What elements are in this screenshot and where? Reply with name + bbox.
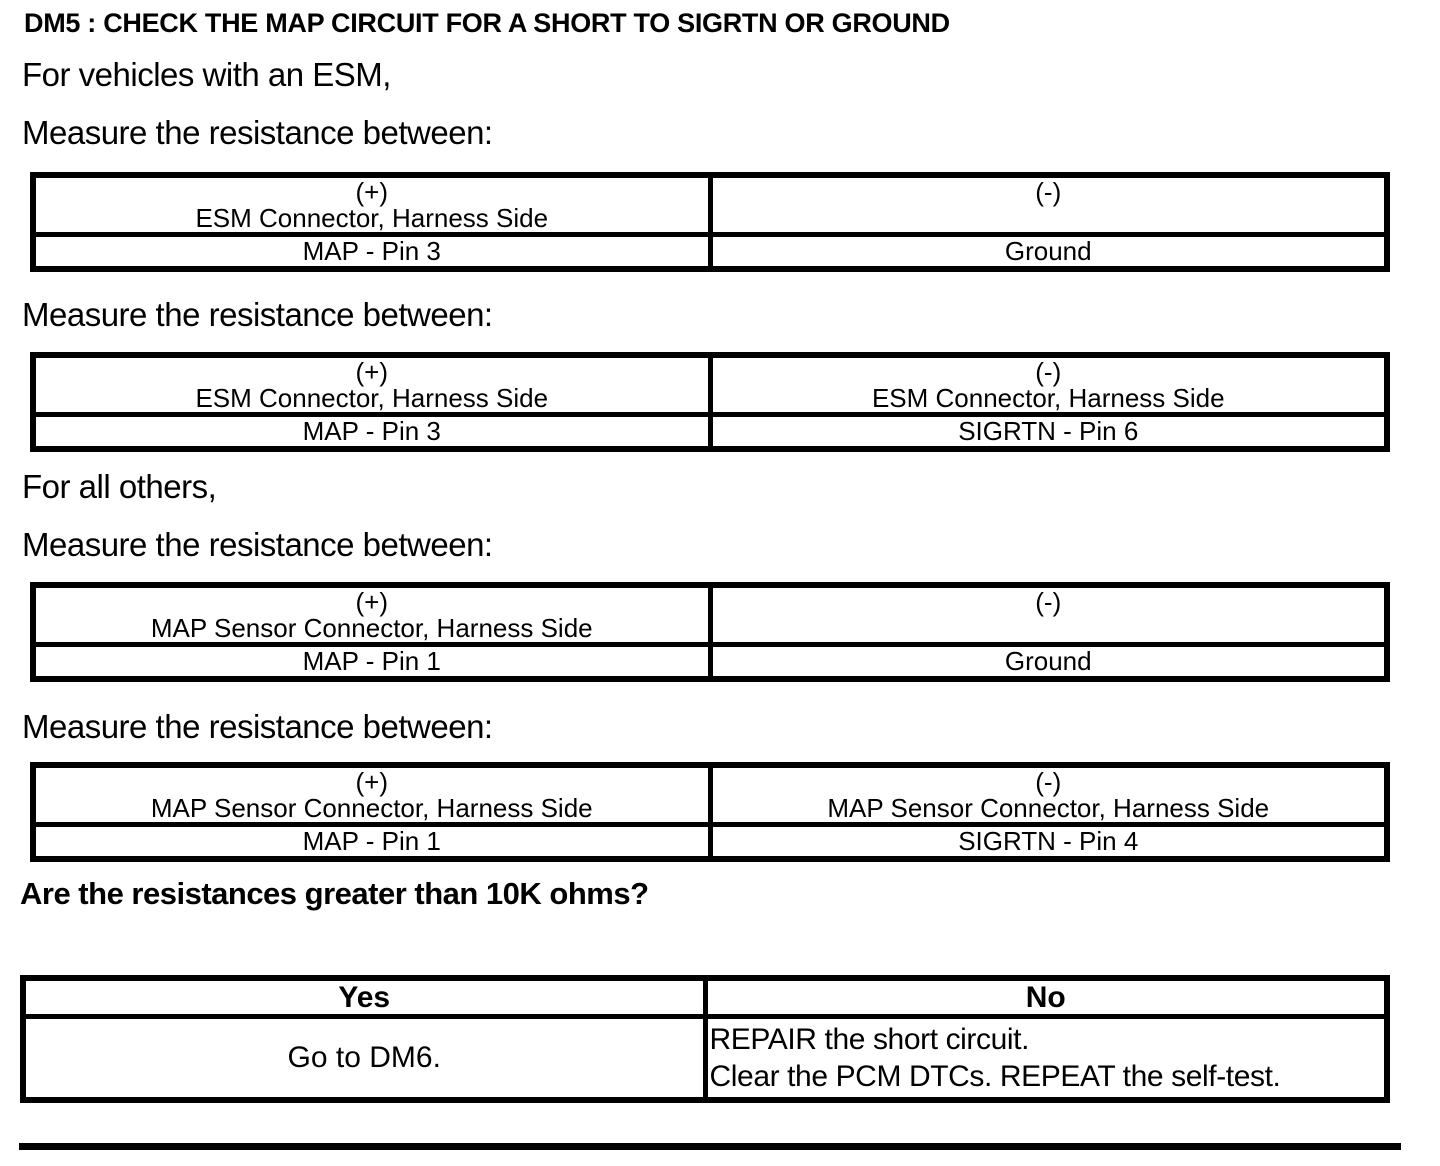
no-action-line-2: Clear the PCM DTCs. REPEAT the self-test… — [709, 1060, 1281, 1093]
measurement-table-map-ground: (+) MAP Sensor Connector, Harness Side (… — [30, 582, 1390, 682]
table-header-row: (+) MAP Sensor Connector, Harness Side (… — [30, 762, 1390, 827]
intro-esm-text: For vehicles with an ESM, — [22, 56, 391, 93]
no-header-cell: No — [702, 975, 1390, 1019]
plus-sign-label: (+) — [355, 357, 389, 387]
plus-value-cell: MAP - Pin 1 — [30, 822, 713, 862]
plus-header-cell: (+) ESM Connector, Harness Side — [30, 352, 713, 417]
table-value-row: MAP - Pin 1 Ground — [30, 642, 1390, 682]
page-title: DM5 : CHECK THE MAP CIRCUIT FOR A SHORT … — [24, 8, 950, 38]
measure-instruction-3: Measure the resistance between: — [22, 526, 493, 563]
decision-action-row: Go to DM6. REPAIR the short circuit. Cle… — [20, 1014, 1390, 1103]
plus-sign-label: (+) — [355, 587, 389, 617]
minus-header-cell: (-) — [707, 172, 1390, 237]
table-header-row: (+) ESM Connector, Harness Side (-) ESM … — [30, 352, 1390, 417]
table-header-row: (+) MAP Sensor Connector, Harness Side (… — [30, 582, 1390, 647]
table-value-row: MAP - Pin 3 Ground — [30, 232, 1390, 272]
plus-header-cell: (+) MAP Sensor Connector, Harness Side — [30, 582, 713, 647]
minus-value-cell: Ground — [707, 642, 1390, 682]
plus-connector-label: MAP Sensor Connector, Harness Side — [150, 793, 593, 823]
plus-header-cell: (+) MAP Sensor Connector, Harness Side — [30, 762, 713, 827]
minus-header-cell: (-) MAP Sensor Connector, Harness Side — [707, 762, 1390, 827]
plus-connector-label: MAP Sensor Connector, Harness Side — [150, 613, 593, 643]
question-text: Are the resistances greater than 10K ohm… — [20, 876, 649, 911]
minus-sign-label: (-) — [1035, 587, 1062, 617]
minus-connector-label: MAP Sensor Connector, Harness Side — [827, 793, 1270, 823]
yes-action-cell: Go to DM6. — [20, 1014, 708, 1103]
minus-value-cell: Ground — [707, 232, 1390, 272]
minus-value-cell: SIGRTN - Pin 6 — [707, 412, 1390, 452]
measurement-table-esm-ground: (+) ESM Connector, Harness Side (-) MAP … — [30, 172, 1390, 272]
minus-sign-label: (-) — [1035, 177, 1062, 207]
measurement-table-map-sigrtn: (+) MAP Sensor Connector, Harness Side (… — [30, 762, 1390, 862]
measure-instruction-4: Measure the resistance between: — [22, 708, 493, 745]
decision-header-row: Yes No — [20, 975, 1390, 1019]
minus-sign-label: (-) — [1035, 357, 1062, 387]
plus-connector-label: ESM Connector, Harness Side — [195, 383, 549, 413]
plus-sign-label: (+) — [355, 177, 389, 207]
plus-value-cell: MAP - Pin 1 — [30, 642, 713, 682]
table-header-row: (+) ESM Connector, Harness Side (-) — [30, 172, 1390, 237]
minus-sign-label: (-) — [1035, 767, 1062, 797]
minus-header-cell: (-) ESM Connector, Harness Side — [707, 352, 1390, 417]
no-action-line-1: REPAIR the short circuit. — [709, 1023, 1030, 1056]
plus-sign-label: (+) — [355, 767, 389, 797]
measure-instruction-1: Measure the resistance between: — [22, 114, 493, 151]
minus-connector-label: ESM Connector, Harness Side — [871, 383, 1225, 413]
intro-others-text: For all others, — [22, 468, 217, 505]
decision-table: Yes No Go to DM6. REPAIR the short circu… — [20, 975, 1390, 1103]
bottom-divider-rule — [19, 1143, 1401, 1150]
no-action-cell: REPAIR the short circuit. Clear the PCM … — [702, 1014, 1390, 1103]
table-value-row: MAP - Pin 3 SIGRTN - Pin 6 — [30, 412, 1390, 452]
plus-connector-label: ESM Connector, Harness Side — [195, 203, 549, 233]
plus-header-cell: (+) ESM Connector, Harness Side — [30, 172, 713, 237]
minus-header-cell: (-) — [707, 582, 1390, 647]
measure-instruction-2: Measure the resistance between: — [22, 296, 493, 333]
table-value-row: MAP - Pin 1 SIGRTN - Pin 4 — [30, 822, 1390, 862]
measurement-table-esm-sigrtn: (+) ESM Connector, Harness Side (-) ESM … — [30, 352, 1390, 452]
yes-header-cell: Yes — [20, 975, 708, 1019]
plus-value-cell: MAP - Pin 3 — [30, 232, 713, 272]
minus-value-cell: SIGRTN - Pin 4 — [707, 822, 1390, 862]
plus-value-cell: MAP - Pin 3 — [30, 412, 713, 452]
